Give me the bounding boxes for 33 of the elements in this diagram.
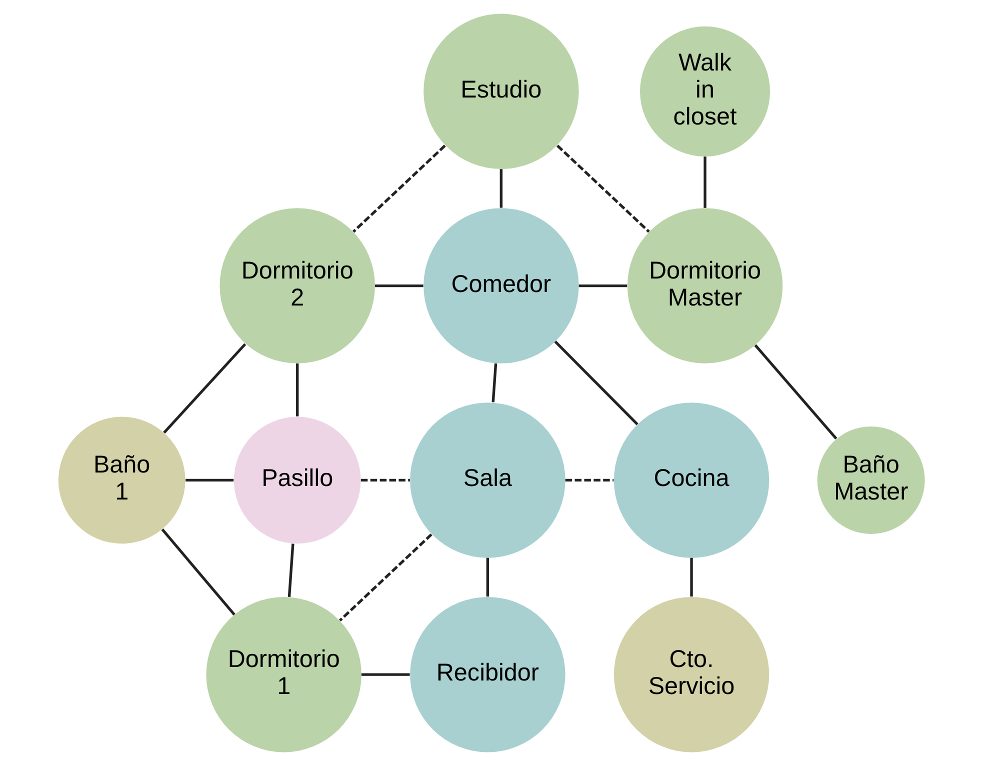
connector bbox=[161, 528, 236, 616]
connector bbox=[556, 144, 650, 233]
connector bbox=[360, 478, 410, 482]
node-circle: Dormitorio 1 bbox=[206, 596, 362, 752]
connector bbox=[565, 478, 614, 482]
node-circle: Cto. Servicio bbox=[614, 596, 770, 752]
connector bbox=[578, 284, 628, 288]
node-circle: Walk in closet bbox=[640, 26, 770, 156]
node-circle: Pasillo bbox=[234, 416, 361, 544]
connector bbox=[361, 673, 410, 676]
node-circle: Baño 1 bbox=[58, 416, 186, 544]
connector bbox=[554, 340, 638, 426]
node-circle: Sala bbox=[410, 402, 566, 558]
connector bbox=[338, 533, 432, 622]
node-circle: Baño Master bbox=[817, 426, 925, 534]
node-circle: Dormitorio 2 bbox=[220, 208, 375, 364]
connector bbox=[163, 343, 246, 434]
connector bbox=[186, 478, 234, 482]
node-circle: Recibidor bbox=[410, 596, 566, 752]
connector bbox=[500, 169, 503, 208]
connector bbox=[704, 156, 706, 208]
connector bbox=[374, 284, 424, 288]
connector bbox=[352, 144, 446, 233]
connector bbox=[690, 558, 693, 597]
connector bbox=[296, 363, 299, 416]
node-circle: Dormitorio Master bbox=[627, 208, 783, 364]
node-circle: Estudio bbox=[424, 14, 579, 170]
connector bbox=[486, 558, 490, 597]
connector bbox=[288, 544, 294, 597]
connector bbox=[754, 344, 838, 440]
node-circle: Comedor bbox=[424, 208, 579, 364]
node-circle: Cocina bbox=[614, 402, 770, 558]
connector bbox=[492, 363, 498, 402]
